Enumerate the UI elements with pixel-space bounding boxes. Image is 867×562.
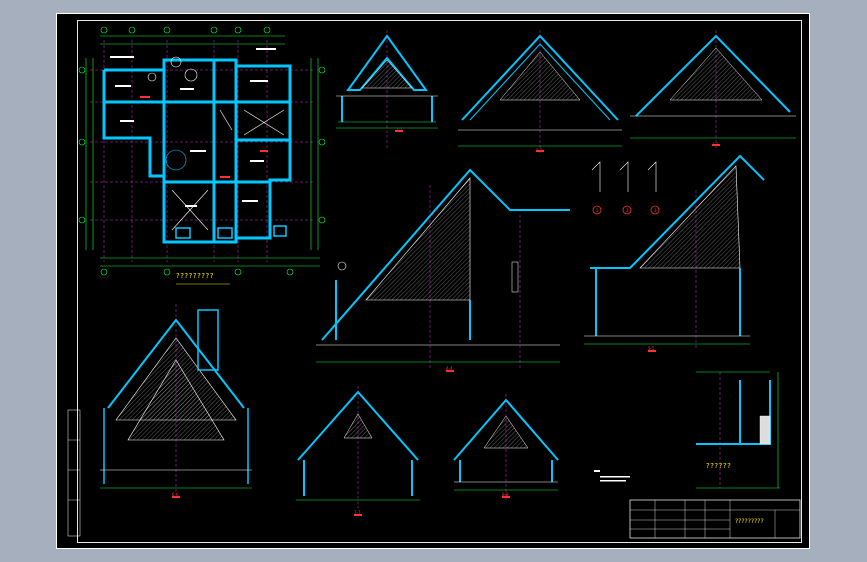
floor-plan-label: ????????? — [176, 272, 214, 280]
notes — [594, 470, 630, 482]
section-caption-8: 8-8 — [502, 492, 509, 497]
detail-markers — [591, 161, 660, 215]
revision-strip — [67, 409, 81, 537]
section-caption-7: 7-7 — [354, 510, 361, 515]
detail-marker-3: 3 — [654, 208, 657, 213]
stair-section-right — [584, 154, 765, 352]
section-caption-2: 2-2 — [536, 148, 543, 153]
stair-plan-detail — [696, 371, 780, 489]
section-caption-6: 6-6 — [172, 492, 179, 497]
stair-plan-label: ?????? — [706, 462, 732, 470]
roof-section-3 — [630, 30, 796, 148]
detail-marker-1: 1 — [596, 208, 599, 213]
detail-marker-2: 2 — [626, 208, 629, 213]
roof-section-small-1 — [296, 386, 420, 516]
section-caption-5: 5-5 — [648, 346, 655, 351]
stair-section-large — [316, 168, 570, 372]
title-block-name: ????????? — [735, 518, 764, 525]
roof-section-1 — [336, 30, 438, 150]
section-caption-1: 1-1 — [396, 127, 403, 132]
roof-section-small-2 — [453, 394, 559, 500]
drawing-frame — [77, 20, 802, 543]
section-caption-4: 4-4 — [446, 366, 453, 371]
roof-section-2 — [458, 30, 622, 155]
section-caption-3: 3-3 — [712, 142, 719, 147]
title-block — [629, 499, 801, 539]
floor-plan — [78, 26, 326, 285]
roof-section-large — [100, 304, 252, 498]
